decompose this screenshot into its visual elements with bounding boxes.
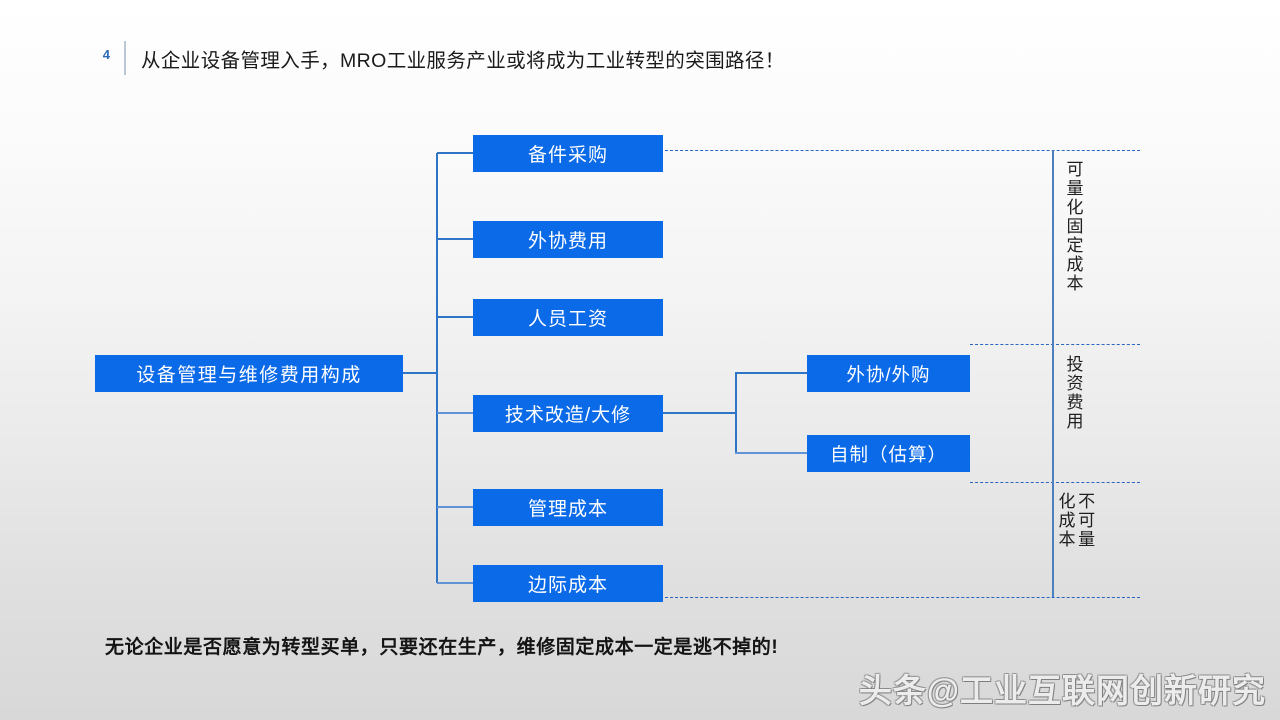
node-personnel-salary[interactable]: 人员工资 — [473, 299, 663, 336]
group-bar-quantifiable-fixed — [1052, 150, 1054, 344]
node-root-label: 设备管理与维修费用构成 — [136, 365, 362, 386]
node-label: 外协/外购 — [846, 363, 931, 385]
page-title: 从企业设备管理入手，MRO工业服务产业或将成为工业转型的突围路径！ — [141, 50, 785, 72]
page-number: 4 — [102, 47, 110, 62]
connector-branch-4 — [437, 412, 474, 414]
group-separator-bottom — [665, 597, 1140, 598]
node-spare-parts-purchase[interactable]: 备件采购 — [473, 135, 663, 172]
group-separator-2 — [970, 482, 1140, 483]
node-label: 外协费用 — [527, 231, 608, 252]
connector-branch-5 — [437, 506, 474, 508]
conclusion-text: 无论企业是否愿意为转型买单，只要还在生产，维修固定成本一定是逃不掉的! — [105, 637, 779, 658]
connector-branch-6 — [437, 582, 474, 584]
node-marginal-cost[interactable]: 边际成本 — [473, 565, 663, 602]
connector-main-trunk — [436, 153, 438, 583]
node-outsourced-procurement[interactable]: 外协/外购 — [807, 355, 970, 392]
connector-sub-stem — [663, 412, 736, 414]
connector-sub-2 — [735, 452, 808, 454]
group-separator-top — [665, 150, 1140, 151]
node-label: 人员工资 — [527, 309, 608, 330]
node-management-cost[interactable]: 管理成本 — [473, 489, 663, 526]
group-separator-1 — [970, 344, 1140, 345]
node-label: 自制（估算） — [829, 443, 947, 465]
connector-branch-3 — [437, 316, 474, 318]
group-bar-non-quantifiable — [1052, 482, 1054, 597]
node-in-house-estimated[interactable]: 自制（估算） — [807, 435, 970, 472]
node-root[interactable]: 设备管理与维修费用构成 — [95, 355, 403, 392]
connector-sub-trunk — [735, 372, 737, 454]
connector-branch-2 — [437, 238, 474, 240]
node-label: 备件采购 — [527, 145, 608, 166]
group-bar-investment — [1052, 344, 1054, 482]
group-label-investment-cost: 投资费用 — [1063, 355, 1083, 431]
connector-root-stem — [403, 372, 438, 374]
node-technical-upgrade-overhaul[interactable]: 技术改造/大修 — [473, 395, 663, 432]
group-label-non-quantifiable-cost: 不可量 化成本 — [1055, 492, 1095, 549]
node-label: 技术改造/大修 — [504, 405, 632, 426]
connector-sub-1 — [735, 372, 808, 374]
node-label: 边际成本 — [527, 575, 608, 596]
node-label: 管理成本 — [527, 499, 608, 520]
group-label-quantifiable-fixed-cost: 可量化固定成本 — [1063, 160, 1083, 293]
node-outsourcing-fee[interactable]: 外协费用 — [473, 221, 663, 258]
connector-branch-1 — [437, 152, 474, 154]
header-divider — [124, 41, 126, 75]
watermark: 头条@工业互联网创新研究 — [858, 672, 1266, 709]
